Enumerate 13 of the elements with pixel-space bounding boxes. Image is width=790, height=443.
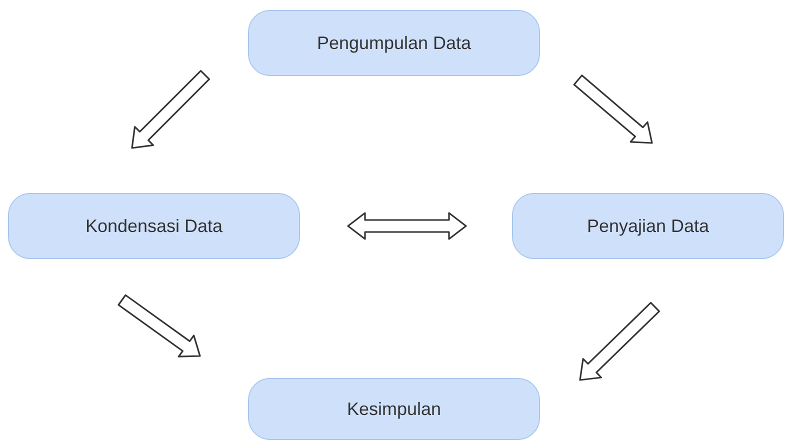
rounded-box — [512, 193, 784, 259]
node-label: Penyajian Data — [586, 216, 710, 236]
node-label: Kondensasi Data — [85, 216, 223, 236]
rounded-box — [8, 193, 300, 259]
block-arrow — [579, 302, 660, 381]
block-arrow — [347, 212, 467, 240]
block-arrow — [573, 74, 653, 144]
rounded-box — [248, 10, 540, 76]
node-label: Kesimpulan — [346, 398, 442, 420]
rounded-box — [248, 378, 540, 440]
block-arrow — [131, 70, 210, 149]
node-label: Pengumpulan Data — [316, 32, 472, 54]
block-arrow — [118, 294, 201, 358]
